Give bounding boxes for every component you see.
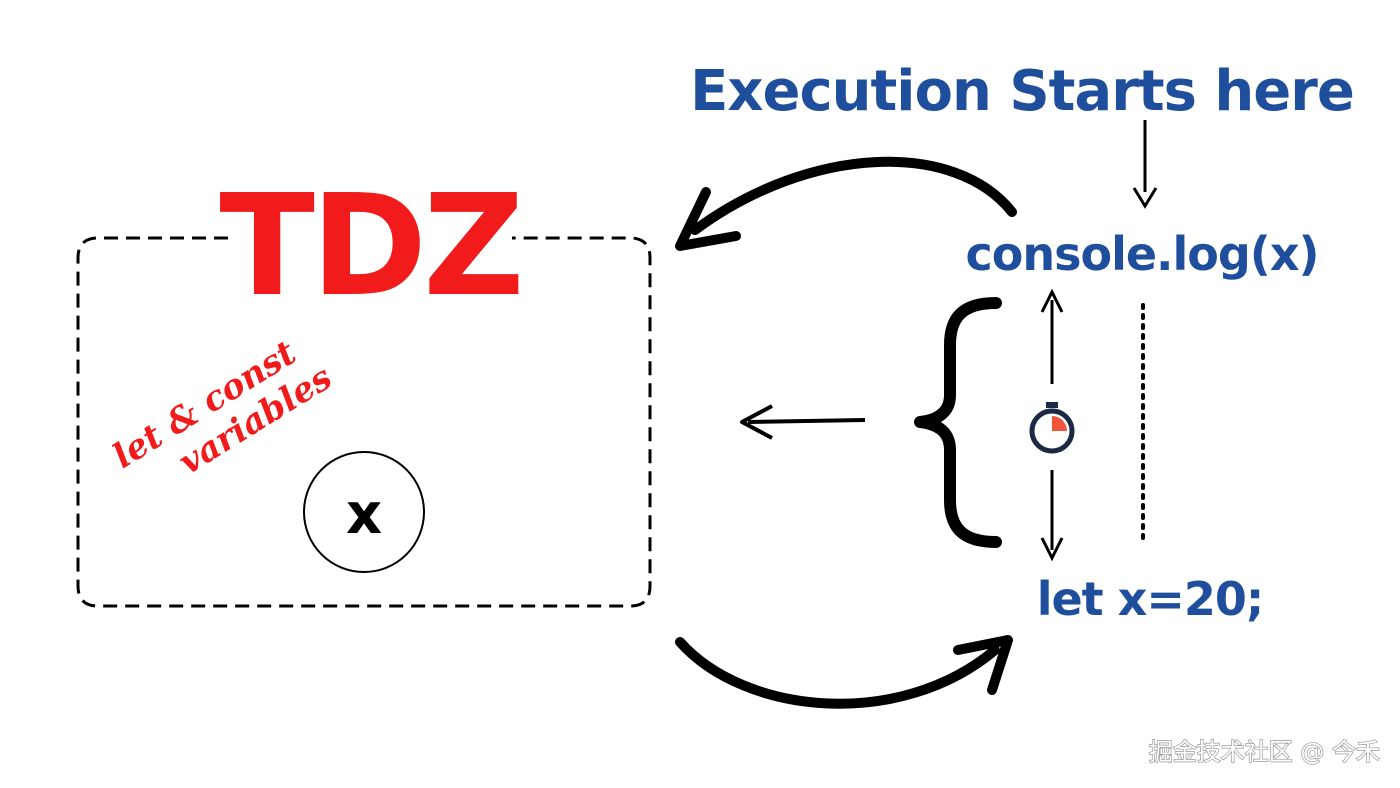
- time-span-arrow: [1040, 288, 1064, 562]
- variable-x: x: [346, 482, 382, 547]
- title-down-arrow: [1132, 120, 1158, 209]
- middle-left-arrow: [740, 404, 866, 440]
- stopwatch-icon: [1029, 402, 1075, 454]
- tdz-label: TDZ: [219, 165, 520, 328]
- console-log-line: console.log(x): [965, 227, 1318, 281]
- declaration-line: let x=20;: [1037, 572, 1264, 626]
- curved-arrow-top: [675, 156, 1017, 251]
- tdz-note: let & const variables: [106, 333, 339, 483]
- execution-title: Execution Starts here: [690, 59, 1354, 124]
- curved-arrow-bottom: [675, 635, 1013, 709]
- curly-brace: [914, 297, 1002, 548]
- watermark: 掘金技术社区 @ 今禾: [1149, 738, 1380, 766]
- variable-circle: [303, 451, 425, 573]
